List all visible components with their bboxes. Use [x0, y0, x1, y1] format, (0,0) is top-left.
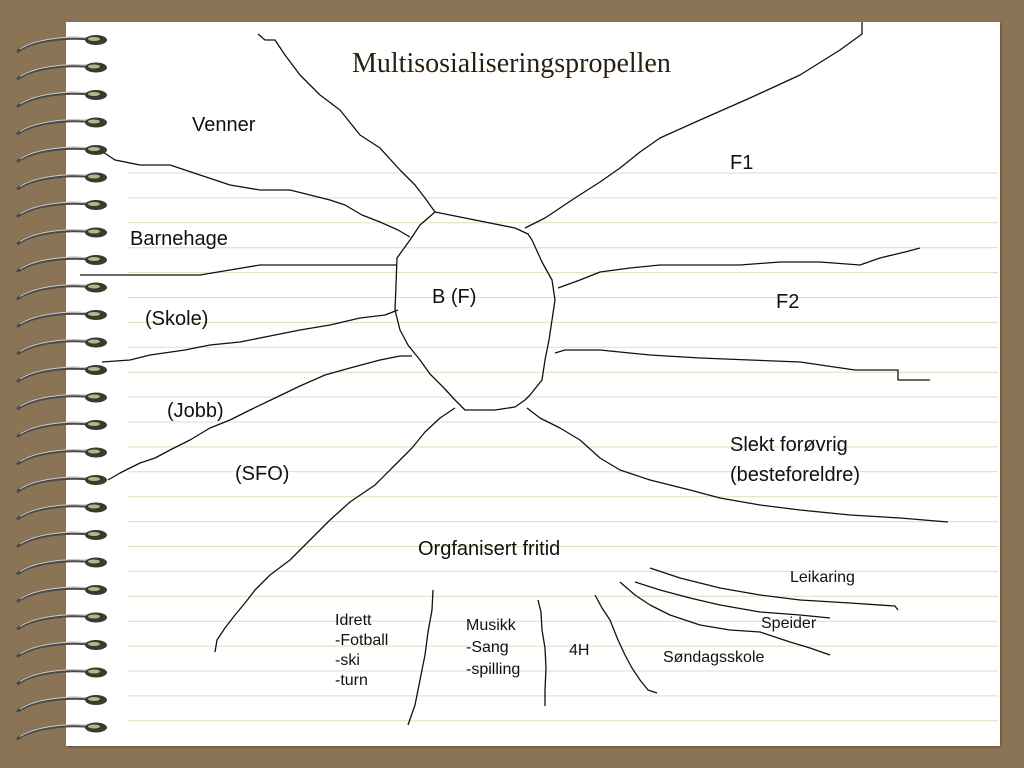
- line-leikaring: [649, 567, 899, 611]
- line-f2-lower: [554, 349, 930, 381]
- line-slekt: [526, 407, 949, 523]
- ruled-lines: [128, 172, 998, 722]
- label-center: B (F): [432, 286, 477, 308]
- spiral-binding-ring-icon: [16, 640, 107, 658]
- spiral-binding-ring-icon: [16, 90, 107, 108]
- spiral-binding-ring-icon: [16, 227, 107, 245]
- line-4h: [594, 594, 658, 694]
- spiral-binding-ring-icon: [16, 200, 107, 218]
- spiral-binding-ring-icon: [16, 255, 107, 273]
- label-leikaring: Leikaring: [790, 569, 855, 586]
- label-orgfanisert-fritid: Orgfanisert fritid: [418, 538, 561, 560]
- spiral-binding-ring-icon: [16, 695, 107, 713]
- line-speider: [634, 581, 831, 619]
- spiral-binding-ring-icon: [16, 392, 107, 410]
- spiral-binding-ring-icon: [16, 62, 107, 80]
- spiral-binding-ring-icon: [16, 337, 107, 355]
- line-sondagsskole: [619, 581, 831, 656]
- spiral-binding-ring-icon: [16, 35, 107, 53]
- diagram-strokes: [80, 22, 949, 726]
- spiral-binding-ring-icon: [16, 530, 107, 548]
- spiral-binding-ring-icon: [16, 365, 107, 383]
- line-f1: [524, 22, 863, 229]
- spiral-binding-ring-icon: [16, 502, 107, 520]
- label-f2: F2: [776, 291, 800, 313]
- spiral-binding-ring-icon: [16, 282, 107, 300]
- label-idrett: Idrett -Fotball -ski -turn: [335, 612, 389, 689]
- line-f2-upper: [557, 247, 921, 289]
- label-jobb: (Jobb): [167, 400, 224, 422]
- label-sfo: (SFO): [235, 463, 290, 485]
- spiral-binding-ring-icon: [16, 585, 107, 603]
- line-skole: [101, 309, 399, 363]
- notebook-paper: [66, 22, 1000, 746]
- line-idrett: [407, 589, 434, 726]
- line-musikk: [537, 599, 547, 706]
- spiral-binding-ring-icon: [16, 447, 107, 465]
- spiral-binding: [16, 35, 107, 740]
- label-sondagsskole: Søndagsskole: [663, 649, 765, 666]
- spiral-binding-ring-icon: [16, 667, 107, 685]
- line-sfo: [214, 407, 456, 653]
- spiral-binding-ring-icon: [16, 420, 107, 438]
- page-title: Multisosialiseringspropellen: [352, 48, 671, 79]
- line-barnehage-upper: [87, 147, 411, 238]
- spiral-binding-ring-icon: [16, 117, 107, 135]
- label-f1: F1: [730, 152, 754, 174]
- line-venner: [257, 33, 436, 213]
- line-jobb: [107, 355, 412, 481]
- label-musikk: Musikk -Sang -spilling: [466, 617, 521, 678]
- spiral-binding-ring-icon: [16, 722, 107, 740]
- center-outline: [394, 211, 556, 411]
- spiral-binding-ring-icon: [16, 612, 107, 630]
- spiral-binding-ring-icon: [16, 172, 107, 190]
- spiral-binding-ring-icon: [16, 145, 107, 163]
- spiral-binding-ring-icon: [16, 557, 107, 575]
- label-skole: (Skole): [145, 308, 209, 330]
- label-speider: Speider: [761, 615, 817, 632]
- label-barnehage: Barnehage: [130, 228, 228, 250]
- label-slekt: Slekt forøvrig (besteforeldre): [730, 434, 861, 486]
- spiral-binding-ring-icon: [16, 475, 107, 493]
- label-4h: 4H: [569, 642, 590, 659]
- line-barnehage-lower: [80, 264, 397, 276]
- spiral-binding-ring-icon: [16, 310, 107, 328]
- label-venner: Venner: [192, 114, 256, 136]
